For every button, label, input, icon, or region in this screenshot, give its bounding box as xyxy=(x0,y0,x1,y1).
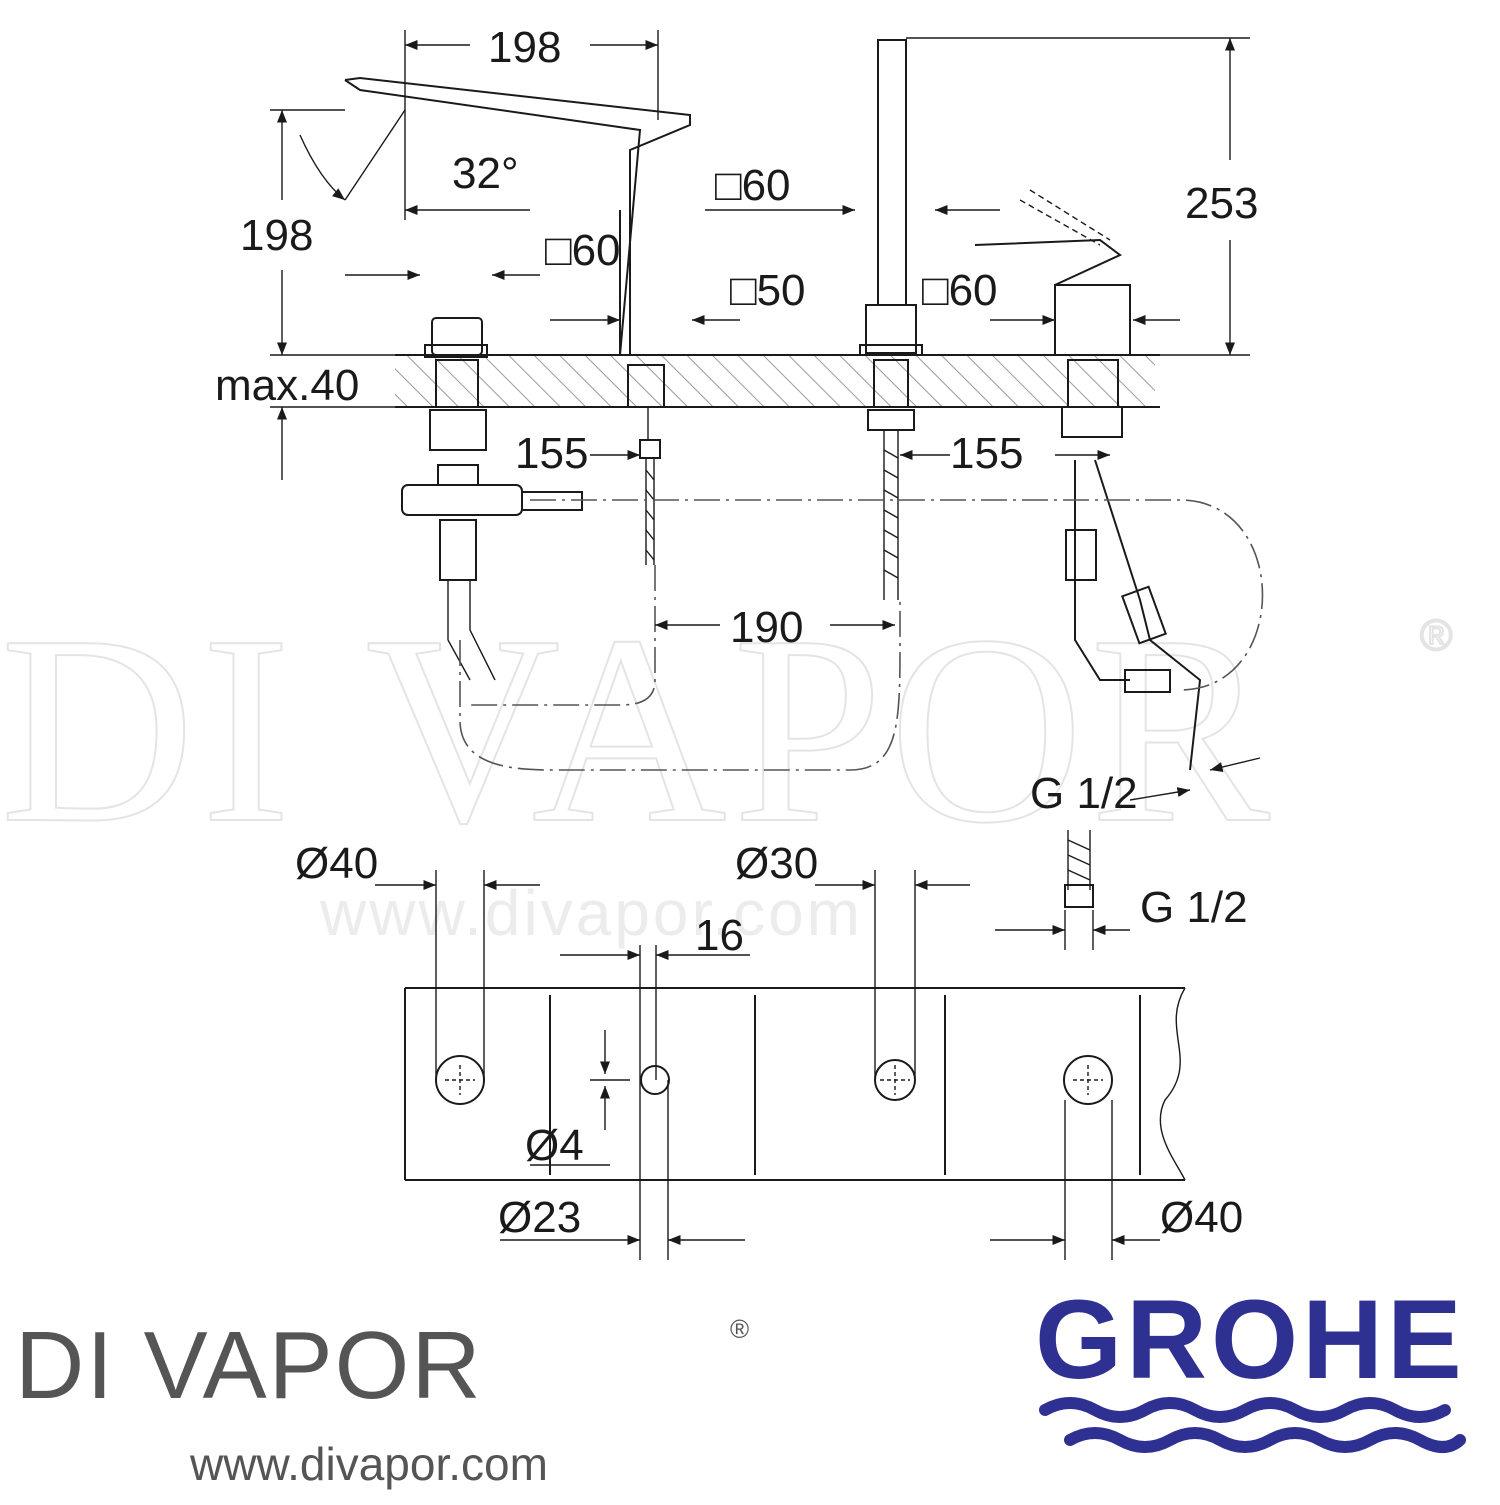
plan-view xyxy=(375,870,1186,1260)
dim-hose-right: 155 xyxy=(950,429,1023,478)
watermark-url: www.divapor.com xyxy=(319,877,863,949)
dim-pin-diameter: Ø4 xyxy=(525,1121,584,1170)
dim-hole-mixer: Ø40 xyxy=(1160,1193,1243,1242)
deck-section xyxy=(270,354,1160,408)
dim-offset-16: 16 xyxy=(695,911,744,960)
grohe-waves-icon xyxy=(1039,1397,1466,1453)
diverter xyxy=(401,317,583,681)
dimension-labels: 198 198 32° □60 □60 □50 □60 253 max.40 1… xyxy=(215,23,1258,1242)
dim-deck-thickness: max.40 xyxy=(215,361,359,410)
dim-centers-spacing: 190 xyxy=(730,603,803,652)
divapor-registered: ® xyxy=(730,1314,749,1344)
watermark-registered: ® xyxy=(1420,611,1458,660)
dim-handshower-height: 253 xyxy=(1185,179,1258,228)
dim-hole-handshower: Ø30 xyxy=(735,839,818,888)
dim-gap: □50 xyxy=(730,266,806,315)
watermark: DI VAPOR ® www.divapor.com xyxy=(0,579,1458,949)
divapor-logo: DI VAPOR ® www.divapor.com xyxy=(15,1312,749,1490)
watermark-text: DI VAPOR xyxy=(0,580,1276,879)
dim-hole-diverter: Ø40 xyxy=(295,839,378,888)
dim-thread-supply: G 1/2 xyxy=(1140,883,1248,932)
hand-shower xyxy=(859,39,923,600)
supply-hose xyxy=(995,830,1130,950)
dim-thread-hose: G 1/2 xyxy=(1030,769,1138,818)
dim-spout-reach: 198 xyxy=(488,23,561,72)
spout xyxy=(344,76,691,565)
divapor-name: DI VAPOR xyxy=(15,1312,483,1419)
grohe-logo: GROHE xyxy=(1035,1277,1466,1453)
grohe-wordmark: GROHE xyxy=(1035,1277,1466,1402)
divapor-url: www.divapor.com xyxy=(189,1438,548,1490)
hose-path-lines xyxy=(459,499,1264,771)
dimension-lines-top xyxy=(270,30,1261,801)
dim-spout-angle: 32° xyxy=(452,149,519,198)
dim-hose-left: 155 xyxy=(515,429,588,478)
dim-spout-height: 198 xyxy=(240,211,313,260)
dim-hole-spout: Ø23 xyxy=(498,1193,581,1242)
dim-spout-base: □60 xyxy=(545,226,621,275)
dim-handshower-base: □60 xyxy=(715,161,791,210)
dim-mixer-base: □60 xyxy=(922,266,998,315)
